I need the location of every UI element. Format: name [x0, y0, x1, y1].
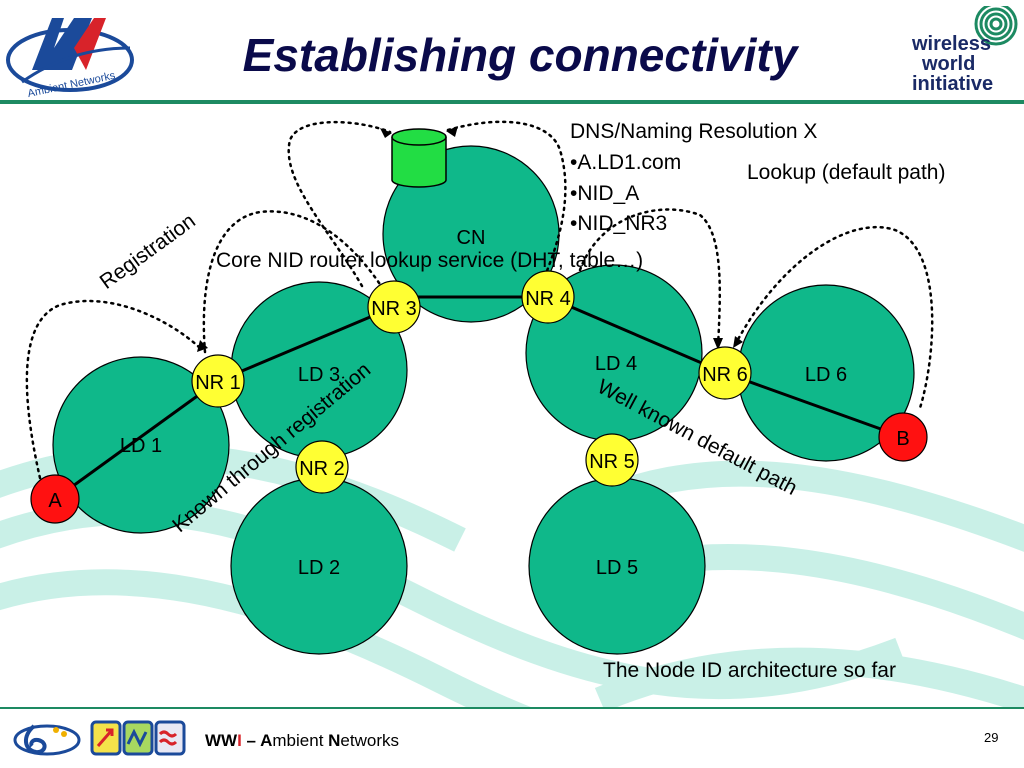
arrowhead-db-right — [446, 126, 458, 137]
router-nr2 — [295, 440, 349, 494]
endpoint-b — [878, 412, 928, 462]
arrowhead-b — [733, 336, 743, 348]
arrow-nr1-to-nr3 — [202, 210, 387, 354]
router-nr3 — [367, 280, 421, 334]
dns-item-3: •NID_NR3 — [570, 212, 668, 235]
dns-item-2: •NID_A — [570, 182, 640, 205]
label-ld3: LD 3 — [298, 364, 340, 386]
domain-ld1 — [52, 356, 230, 534]
link-nr6-b — [724, 371, 904, 439]
footer-mbient: mbient — [272, 731, 329, 750]
ambient-networks-logo: Ambient Networks — [6, 18, 134, 100]
label-nr4: NR 4 — [525, 288, 571, 310]
router-nr6 — [698, 346, 752, 400]
footer-a: A — [260, 731, 273, 750]
arrow-a-to-nr1 — [25, 299, 202, 480]
wireless-world-initiative-logo: wireless world initiative — [911, 6, 1018, 95]
label-nr3: NR 3 — [371, 298, 417, 320]
router-nr4 — [521, 270, 575, 324]
ist-logo-icon — [13, 724, 81, 756]
page-title: Establishing connectivity — [242, 29, 798, 81]
wwi-text-line2: world — [921, 53, 975, 75]
link-nr1-nr3 — [217, 305, 395, 383]
footer-i: I — [237, 731, 242, 750]
header-divider — [0, 100, 1024, 104]
label-ld4: LD 4 — [595, 353, 637, 375]
footer-etworks: etworks — [340, 731, 399, 750]
footer-divider — [0, 707, 1024, 709]
wwi-text-line3: initiative — [912, 73, 993, 95]
dns-item-1: •A.LD1.com — [570, 151, 682, 174]
label-ld6: LD 6 — [805, 364, 847, 386]
footer-ww: WW — [205, 731, 238, 750]
page-number: 29 — [984, 730, 999, 745]
router-nr5 — [585, 433, 639, 487]
database-icon — [391, 128, 447, 188]
link-a-nr1 — [54, 379, 219, 501]
label-ld5: LD 5 — [596, 557, 638, 579]
arrowhead-nr1 — [197, 340, 208, 352]
label-ld1: LD 1 — [120, 435, 162, 457]
label-b: B — [896, 428, 909, 450]
label-nr6: NR 6 — [702, 364, 748, 386]
footer-wwi-ambient-networks: WWI – Ambient Networks — [205, 731, 399, 751]
label-cn: CN — [457, 227, 486, 249]
arrow-nr4-to-nr6 — [578, 208, 722, 350]
router-nr1 — [191, 354, 245, 408]
arrow-nr3-to-db — [287, 120, 392, 288]
label-a: A — [48, 490, 62, 512]
link-nr4-nr6 — [547, 295, 726, 375]
fp6-program-logo — [90, 720, 186, 756]
footer-sep: – — [241, 731, 261, 750]
caption: The Node ID architecture so far — [603, 659, 896, 682]
label-nr1: NR 1 — [195, 372, 241, 394]
endpoint-a — [30, 474, 80, 524]
label-registration: Registration — [96, 209, 200, 293]
dns-title: DNS/Naming Resolution X — [570, 120, 818, 143]
lookup-label: Lookup (default path) — [747, 161, 946, 184]
label-nr2: NR 2 — [299, 458, 345, 480]
arrowhead-nr6 — [713, 338, 723, 350]
label-nr5: NR 5 — [589, 451, 635, 473]
core-service-label: Core NID router lookup service (DHT, tab… — [216, 249, 644, 272]
footer-n: N — [328, 731, 341, 750]
arrowhead-db-left — [380, 128, 392, 138]
wwi-text-line1: wireless — [911, 33, 991, 55]
label-ld2: LD 2 — [298, 557, 340, 579]
arrow-nr6-to-b — [733, 225, 934, 410]
domain-cn — [382, 145, 560, 323]
